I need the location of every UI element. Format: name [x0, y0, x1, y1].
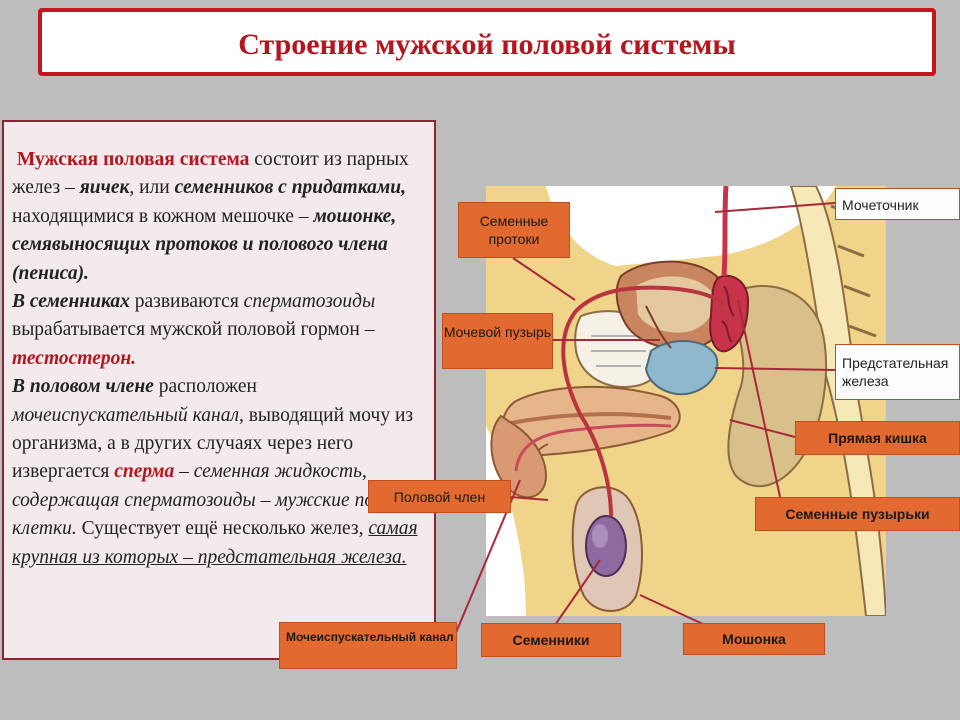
- text-term: тестостерон.: [12, 347, 137, 369]
- label-scrotum: Мошонка: [683, 623, 825, 655]
- text-term: мошонке, семявыносящих протоков и полово…: [12, 205, 397, 284]
- text-span: расположен: [153, 376, 257, 398]
- text-term: В половом члене: [12, 376, 154, 398]
- label-seminal-vesicles: Семенные пузырьки: [755, 497, 960, 531]
- title-frame: Строение мужской половой системы: [38, 8, 936, 76]
- text-term: семенников с придатками,: [174, 177, 406, 199]
- text-term: сперматозоиды: [243, 291, 376, 313]
- label-ureter: Мочеточник: [835, 188, 960, 220]
- label-rectum: Прямая кишка: [795, 421, 960, 455]
- text-span: развиваются: [129, 291, 244, 313]
- text-span: , или: [129, 177, 175, 199]
- text-term: самая крупная из которых – предстательна…: [12, 518, 418, 568]
- text-span: находящимися в кожном мешочке –: [12, 205, 314, 227]
- text-span: вырабатывается мужской половой гормон –: [12, 319, 375, 341]
- text-term: яичек: [79, 177, 130, 199]
- text-span: , выводящий мочу из организма, а в други…: [12, 404, 414, 483]
- label-seminal-ducts: Семенные протоки: [458, 202, 570, 258]
- label-prostate: Предстательная железа: [835, 344, 960, 400]
- label-testes: Семенники: [481, 623, 621, 657]
- label-bladder: Мочевой пузырь: [442, 313, 553, 369]
- text-content: Мужская половая система состоит из парны…: [12, 146, 430, 572]
- text-span: Существует ещё несколько желез,: [76, 518, 369, 540]
- text-term: В семенниках: [12, 291, 130, 313]
- label-penis: Половой член: [368, 480, 511, 513]
- text-term: мочеиспускательный канал: [12, 404, 239, 426]
- text-panel: Мужская половая система состоит из парны…: [2, 120, 436, 660]
- text-term: Мужская половая система: [16, 149, 250, 170]
- text-span: состоит из парных желез –: [12, 149, 409, 199]
- page-title: Строение мужской половой системы: [238, 28, 736, 61]
- text-term: сперма: [114, 461, 175, 483]
- label-urethra: Мочеиспускательный канал: [279, 622, 457, 669]
- text-span: –: [174, 461, 194, 483]
- text-term: семенная жидкость, содержащая сперматозо…: [12, 461, 423, 540]
